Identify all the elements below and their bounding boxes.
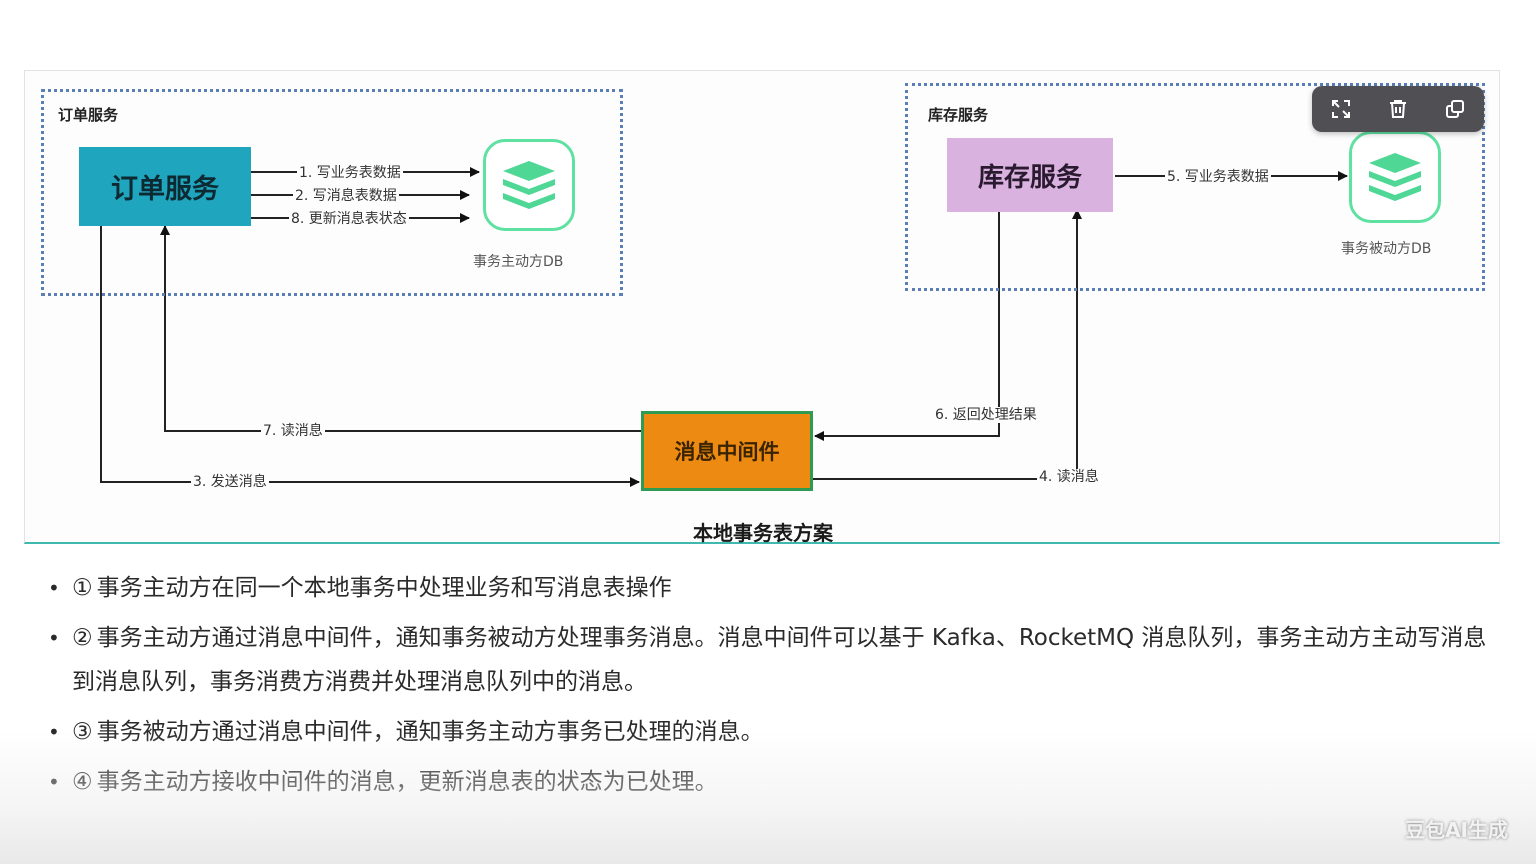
trash-icon (1389, 100, 1406, 118)
arrow-f3 (100, 226, 640, 487)
bullet-dot: • (48, 576, 60, 600)
active-db-node[interactable] (483, 139, 575, 231)
passive-db-node[interactable] (1349, 131, 1441, 223)
order-service-node[interactable]: 订单服务 (79, 147, 251, 226)
expand-icon (1331, 100, 1350, 118)
copy-icon (1446, 100, 1465, 118)
diagram-title: 本地事务表方案 (693, 521, 833, 545)
step-number: ① (72, 575, 93, 601)
step-text: 事务主动方接收中间件的消息，更新消息表的状态为已处理。 (96, 769, 718, 795)
step-number: ② (72, 625, 93, 651)
database-icon (503, 161, 555, 209)
order-group-label: 订单服务 (58, 106, 119, 124)
bullet-dot: • (48, 720, 60, 744)
step-text: 事务主动方通过消息中间件，通知事务被动方处理事务消息。消息中间件可以基于 Kaf… (72, 625, 1487, 695)
message-middleware-node[interactable]: 消息中间件 (641, 411, 813, 491)
expand-button[interactable] (1324, 92, 1358, 126)
bullet-dot: • (48, 626, 60, 650)
stock-group-label: 库存服务 (928, 106, 989, 124)
flow-label-f4: 4. 读消息 (1037, 469, 1101, 485)
copy-button[interactable] (1438, 92, 1472, 126)
flow-label-f3: 3. 发送消息 (191, 474, 269, 490)
ai-watermark: 豆包AI生成 (1405, 818, 1508, 842)
arrow-f6 (814, 212, 1000, 441)
active-db-label: 事务主动方DB (473, 254, 564, 270)
step-number: ③ (72, 719, 93, 745)
diagram-panel: 订单服务 库存服务 订单服务 库存服务 消息中间件 事务主动方DB (24, 70, 1500, 545)
order-service-group: 订单服务 (41, 89, 623, 296)
flow-label-f5: 5. 写业务表数据 (1165, 169, 1271, 185)
bullet-dot: • (48, 770, 60, 794)
flow-label-f7: 7. 读消息 (261, 423, 325, 439)
delete-button[interactable] (1381, 92, 1415, 126)
database-icon (1369, 153, 1421, 201)
step-number: ④ (72, 769, 93, 795)
flow-label-f2: 2. 写消息表数据 (293, 188, 399, 204)
flow-label-f8: 8. 更新消息表状态 (289, 211, 409, 227)
step-text: 事务被动方通过消息中间件，通知事务主动方事务已处理的消息。 (96, 719, 764, 745)
step-text: 事务主动方在同一个本地事务中处理业务和写消息表操作 (96, 575, 672, 601)
flow-label-f1: 1. 写业务表数据 (297, 165, 403, 181)
flow-label-f6: 6. 返回处理结果 (933, 407, 1039, 423)
stock-service-group: 库存服务 (905, 83, 1485, 291)
passive-db-label: 事务被动方DB (1341, 241, 1432, 257)
flow-arrows (100, 167, 1348, 487)
image-toolbar (1312, 86, 1484, 132)
stock-service-node[interactable]: 库存服务 (947, 138, 1113, 212)
